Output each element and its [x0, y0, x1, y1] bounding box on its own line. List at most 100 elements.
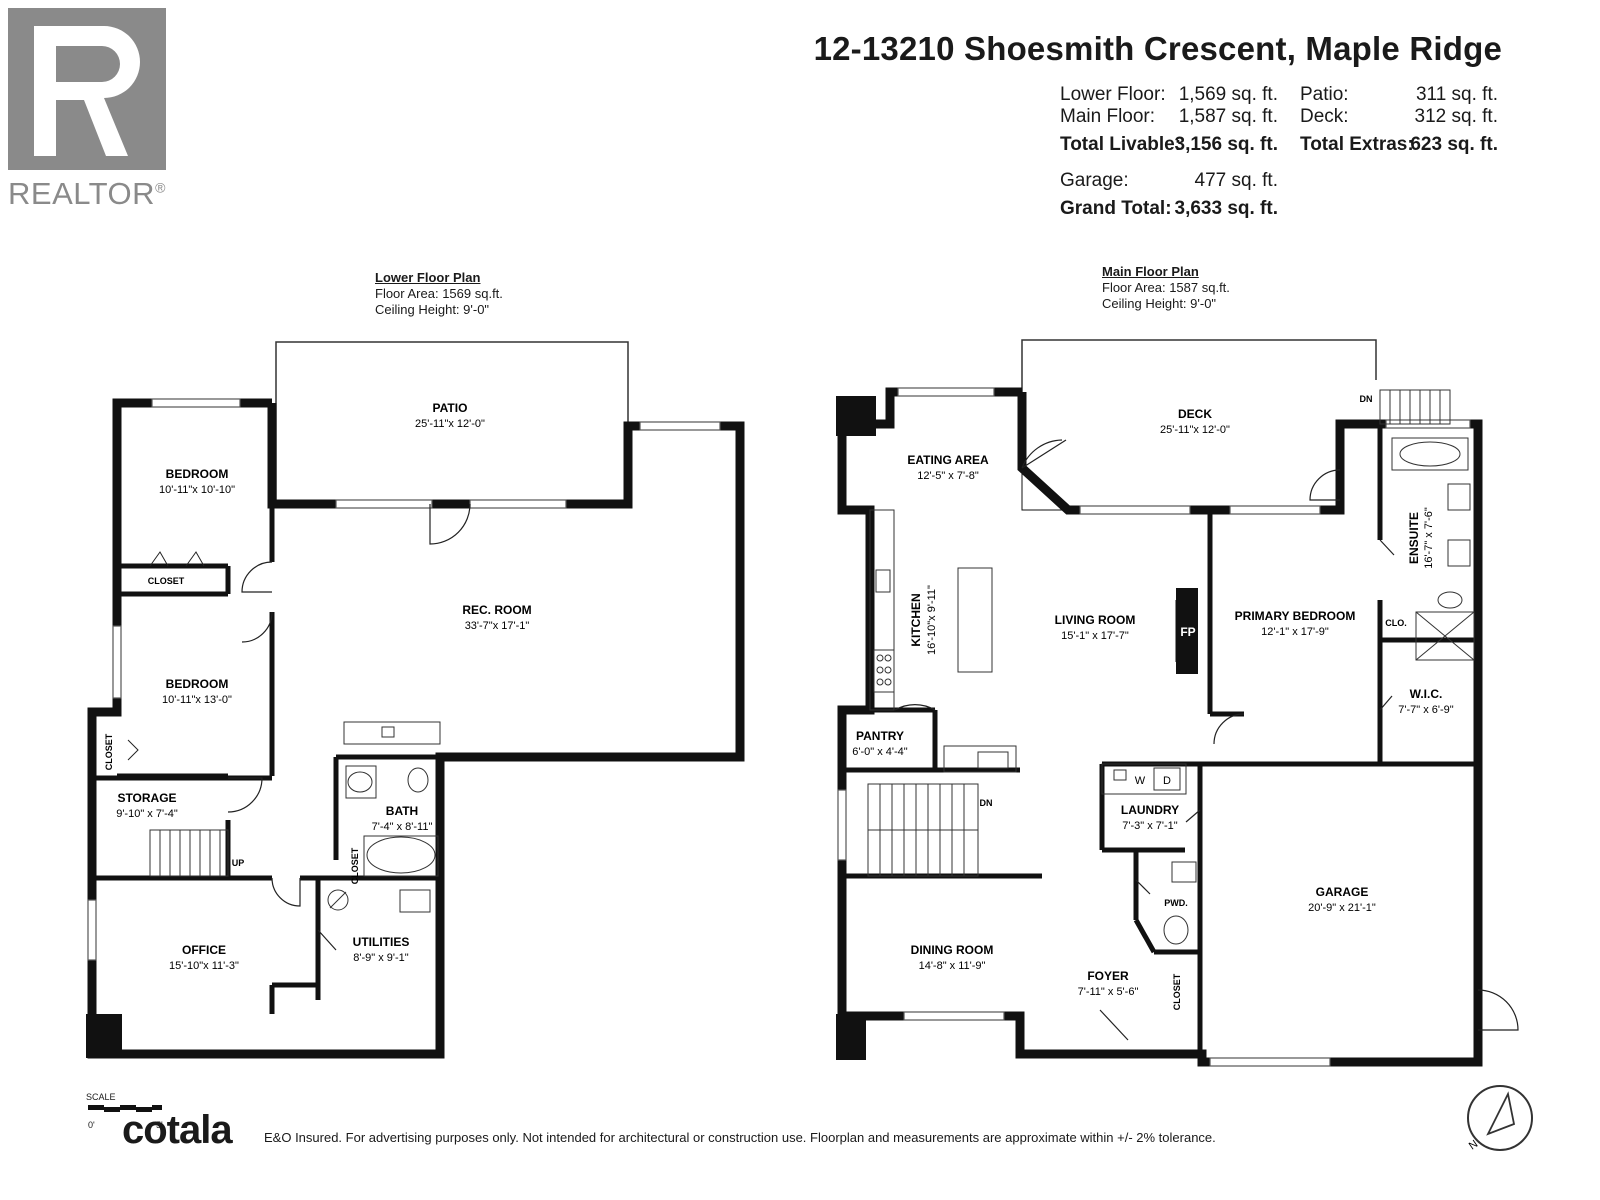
bedroom1-label: BEDROOM: [166, 467, 229, 481]
ensuite-label: ENSUITE: [1407, 512, 1421, 564]
scale-label: SCALE: [86, 1092, 116, 1102]
kitchen-label: KITCHEN: [909, 593, 923, 646]
lower-plan-title: Lower Floor Plan: [375, 270, 481, 285]
bath-label: BATH: [386, 804, 418, 818]
living-room-label: LIVING ROOM: [1055, 613, 1136, 627]
main-doors: [894, 439, 1519, 1041]
lower-plan-ceiling: Ceiling Height: 9'-0": [375, 302, 490, 317]
pantry-label: PANTRY: [856, 729, 904, 743]
cotala-logo: cotala: [122, 1108, 233, 1152]
lower-interior-walls: [92, 504, 440, 1014]
total-extras-value: 623 sq. ft.: [1410, 134, 1498, 155]
grand-total-value: 3,633 sq. ft.: [1174, 198, 1279, 219]
lower-doors: [227, 503, 471, 951]
garage-label: Garage:: [1060, 170, 1129, 191]
rec-room-dims: 33'-7"x 17'-1": [465, 620, 530, 632]
patio-value: 311 sq. ft.: [1415, 84, 1498, 105]
eating-area-dims: 12'-5" x 7'-8": [917, 470, 979, 482]
closet-clo-label: CLO.: [1385, 618, 1407, 628]
main-plan-area: Floor Area: 1587 sq.ft.: [1102, 280, 1230, 295]
deck-label: DECK: [1178, 407, 1212, 421]
main-wall-pillar-top: [836, 396, 876, 436]
eating-area-label: EATING AREA: [907, 453, 989, 467]
scale-bar: SCALE 0' 5': [86, 1092, 166, 1130]
area-summary: Lower Floor: 1,569 sq. ft. Main Floor: 1…: [1060, 84, 1500, 224]
foyer-label: FOYER: [1087, 969, 1129, 983]
deck-value: 312 sq. ft.: [1414, 106, 1498, 127]
scale-max: 5': [156, 1120, 163, 1130]
deck-dims: 25'-11"x 12'-0": [1160, 424, 1230, 436]
closet2-label: CLOSET: [104, 733, 114, 770]
laundry-label: LAUNDRY: [1121, 803, 1179, 817]
dryer-label: D: [1163, 775, 1171, 787]
deck-outline: [1021, 339, 1377, 392]
lower-plan-area: Floor Area: 1569 sq.ft.: [375, 286, 503, 301]
laundry-dims: 7'-3" x 7'-1": [1122, 820, 1178, 832]
main-exterior-wall: [837, 387, 1483, 1067]
fireplace-wall: [1176, 588, 1198, 674]
pantry-dims: 6'-0" x 4'-4": [852, 746, 908, 758]
main-floor-plan: DECK 25'-11"x 12'-0" DN EATING AREA 12'-…: [836, 339, 1519, 1067]
fireplace-label: FP: [1180, 625, 1195, 639]
foyer-closet-label: CLOSET: [1172, 973, 1182, 1010]
bedroom2-dims: 10'-11"x 13'-0": [162, 694, 232, 706]
office-label: OFFICE: [182, 943, 226, 957]
dining-room-dims: 14'-8" x 11'-9": [919, 960, 986, 972]
closet1-label: CLOSET: [148, 576, 185, 586]
total-livable-value: 3,156 sq. ft.: [1174, 134, 1279, 155]
lower-floor-value: 1,569 sq. ft.: [1178, 84, 1278, 105]
rec-room-label: REC. ROOM: [462, 603, 531, 617]
bedroom2-label: BEDROOM: [166, 677, 229, 691]
utilities-label: UTILITIES: [353, 935, 410, 949]
living-room-dims: 15'-1" x 17'-7": [1061, 630, 1129, 642]
stairs-dn-label: DN: [980, 798, 993, 808]
main-floor-value: 1,587 sq. ft.: [1178, 106, 1278, 127]
kitchen-dims: 16'-10"x 9'-11": [926, 585, 938, 655]
lower-plan-header: Lower Floor Plan Floor Area: 1569 sq.ft.…: [375, 270, 503, 318]
main-plan-ceiling: Ceiling Height: 9'-0": [1102, 296, 1217, 311]
scale-bar-icon: [88, 1105, 162, 1112]
realtor-logo: REALTOR®: [8, 8, 183, 213]
main-wall-pillar-bottom: [836, 1014, 866, 1060]
scale-min: 0': [88, 1120, 95, 1130]
ensuite-dims: 16'-7" x 7'-6": [1423, 507, 1435, 569]
main-plan-header: Main Floor Plan Floor Area: 1587 sq.ft. …: [1102, 264, 1230, 312]
main-floor-label: Main Floor:: [1060, 106, 1156, 127]
lower-floor-plan: PATIO 25'-11"x 12'-0" BEDROOM 10'-11"x 1…: [86, 341, 745, 1059]
powder-room-label: PWD.: [1164, 898, 1188, 908]
closet3-label: CLOSET: [350, 847, 360, 884]
realtor-wordmark: REALTOR®: [8, 176, 166, 211]
storage-dims: 9'-10" x 7'-4": [116, 808, 178, 820]
foyer-dims: 7'-11" x 5'-6": [1078, 986, 1139, 998]
total-extras-label: Total Extras:: [1300, 134, 1414, 155]
primary-bedroom-label: PRIMARY BEDROOM: [1235, 609, 1356, 623]
disclaimer-text: E&O Insured. For advertising purposes on…: [264, 1130, 1216, 1145]
compass-icon: N: [1467, 1085, 1533, 1152]
realtor-r-icon: [8, 8, 166, 170]
garage-value: 477 sq. ft.: [1194, 170, 1278, 191]
lower-stairs: [149, 829, 229, 877]
lower-wall-pillar: [86, 1014, 122, 1058]
lower-up-label: UP: [232, 858, 245, 868]
deck-dn-label: DN: [1360, 394, 1373, 404]
page-title: 12-13210 Shoesmith Crescent, Maple Ridge: [813, 30, 1502, 67]
wic-label: W.I.C.: [1410, 687, 1443, 701]
lower-closet-doors: [127, 551, 205, 761]
storage-label: STORAGE: [117, 791, 176, 805]
total-livable-label: Total Livable:: [1060, 134, 1182, 155]
wic-dims: 7'-7" x 6'-9": [1398, 704, 1454, 716]
main-plan-title: Main Floor Plan: [1102, 264, 1199, 279]
main-fixtures: [869, 437, 1475, 945]
garage-dims: 20'-9" x 21'-1": [1308, 902, 1376, 914]
lower-windows: [87, 398, 721, 961]
grand-total-label: Grand Total:: [1060, 198, 1172, 219]
dining-room-label: DINING ROOM: [911, 943, 994, 957]
utilities-dims: 8'-9" x 9'-1": [353, 952, 409, 964]
office-dims: 15'-10"x 11'-3": [169, 960, 239, 972]
patio-label: PATIO: [433, 401, 468, 415]
lower-floor-label: Lower Floor:: [1060, 84, 1166, 105]
patio-label: Patio:: [1300, 84, 1349, 105]
patio-dims: 25'-11"x 12'-0": [415, 418, 485, 430]
bedroom1-dims: 10'-11"x 10'-10": [159, 484, 235, 496]
